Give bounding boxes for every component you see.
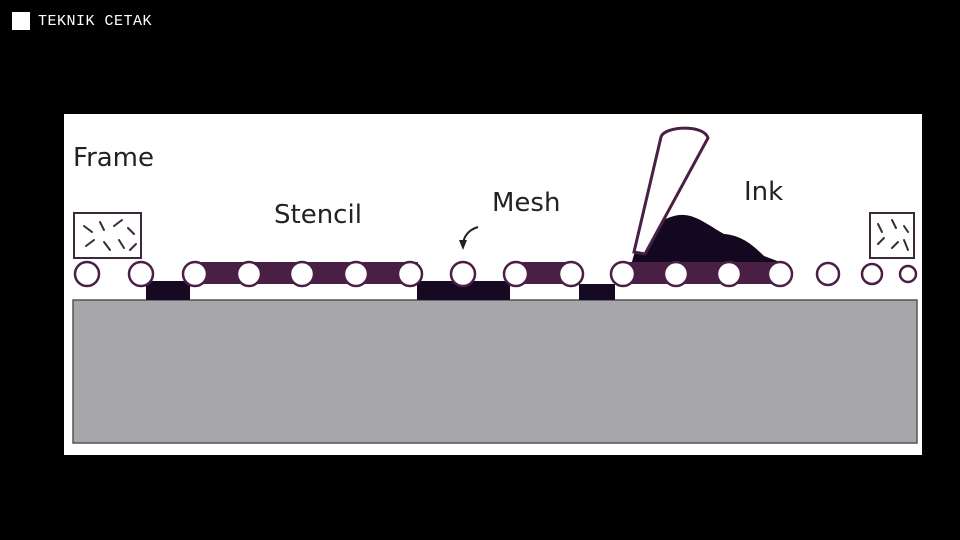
mesh-thread [396, 260, 424, 288]
mesh-thread [557, 260, 585, 288]
mesh-thread [815, 261, 841, 287]
frame-block-left [73, 212, 142, 259]
square-bullet-icon [12, 12, 30, 30]
screen-printing-diagram: Frame Stencil Mesh Ink [64, 114, 922, 455]
ink-deposit [146, 281, 190, 300]
squeegee [632, 126, 710, 256]
mesh-thread [502, 260, 530, 288]
ink-deposit [579, 284, 615, 300]
mesh-thread [766, 260, 794, 288]
frame-label: Frame [73, 143, 154, 173]
mesh-label: Mesh [492, 188, 560, 218]
mesh-thread [715, 260, 743, 288]
mesh-thread [449, 260, 477, 288]
stencil-layer [192, 262, 782, 284]
mesh-thread [181, 260, 209, 288]
substrate [72, 299, 918, 444]
stencil-bar [516, 262, 572, 284]
mesh-thread [662, 260, 690, 288]
ink-mound [632, 214, 780, 262]
stencil-bar [624, 262, 782, 284]
ink-label: Ink [744, 177, 783, 207]
mesh-thread [288, 260, 316, 288]
mesh-arrowhead-icon [459, 240, 467, 250]
mesh-thread [609, 260, 637, 288]
stencil-label: Stencil [274, 200, 362, 230]
mesh-thread [127, 260, 155, 288]
ink-deposit [417, 281, 510, 300]
frame-block-right [869, 212, 915, 259]
slide-title: TEKNIK CETAK [38, 12, 153, 30]
mesh-thread [898, 264, 918, 284]
mesh-threads [73, 260, 918, 288]
ink-deposits [146, 281, 615, 300]
mesh-thread [235, 260, 263, 288]
mesh-thread [73, 260, 101, 288]
mesh-thread [860, 262, 884, 286]
mesh-thread [342, 260, 370, 288]
diagram-svg: Frame Stencil Mesh Ink [72, 126, 918, 444]
slide-header: TEKNIK CETAK [12, 11, 152, 31]
